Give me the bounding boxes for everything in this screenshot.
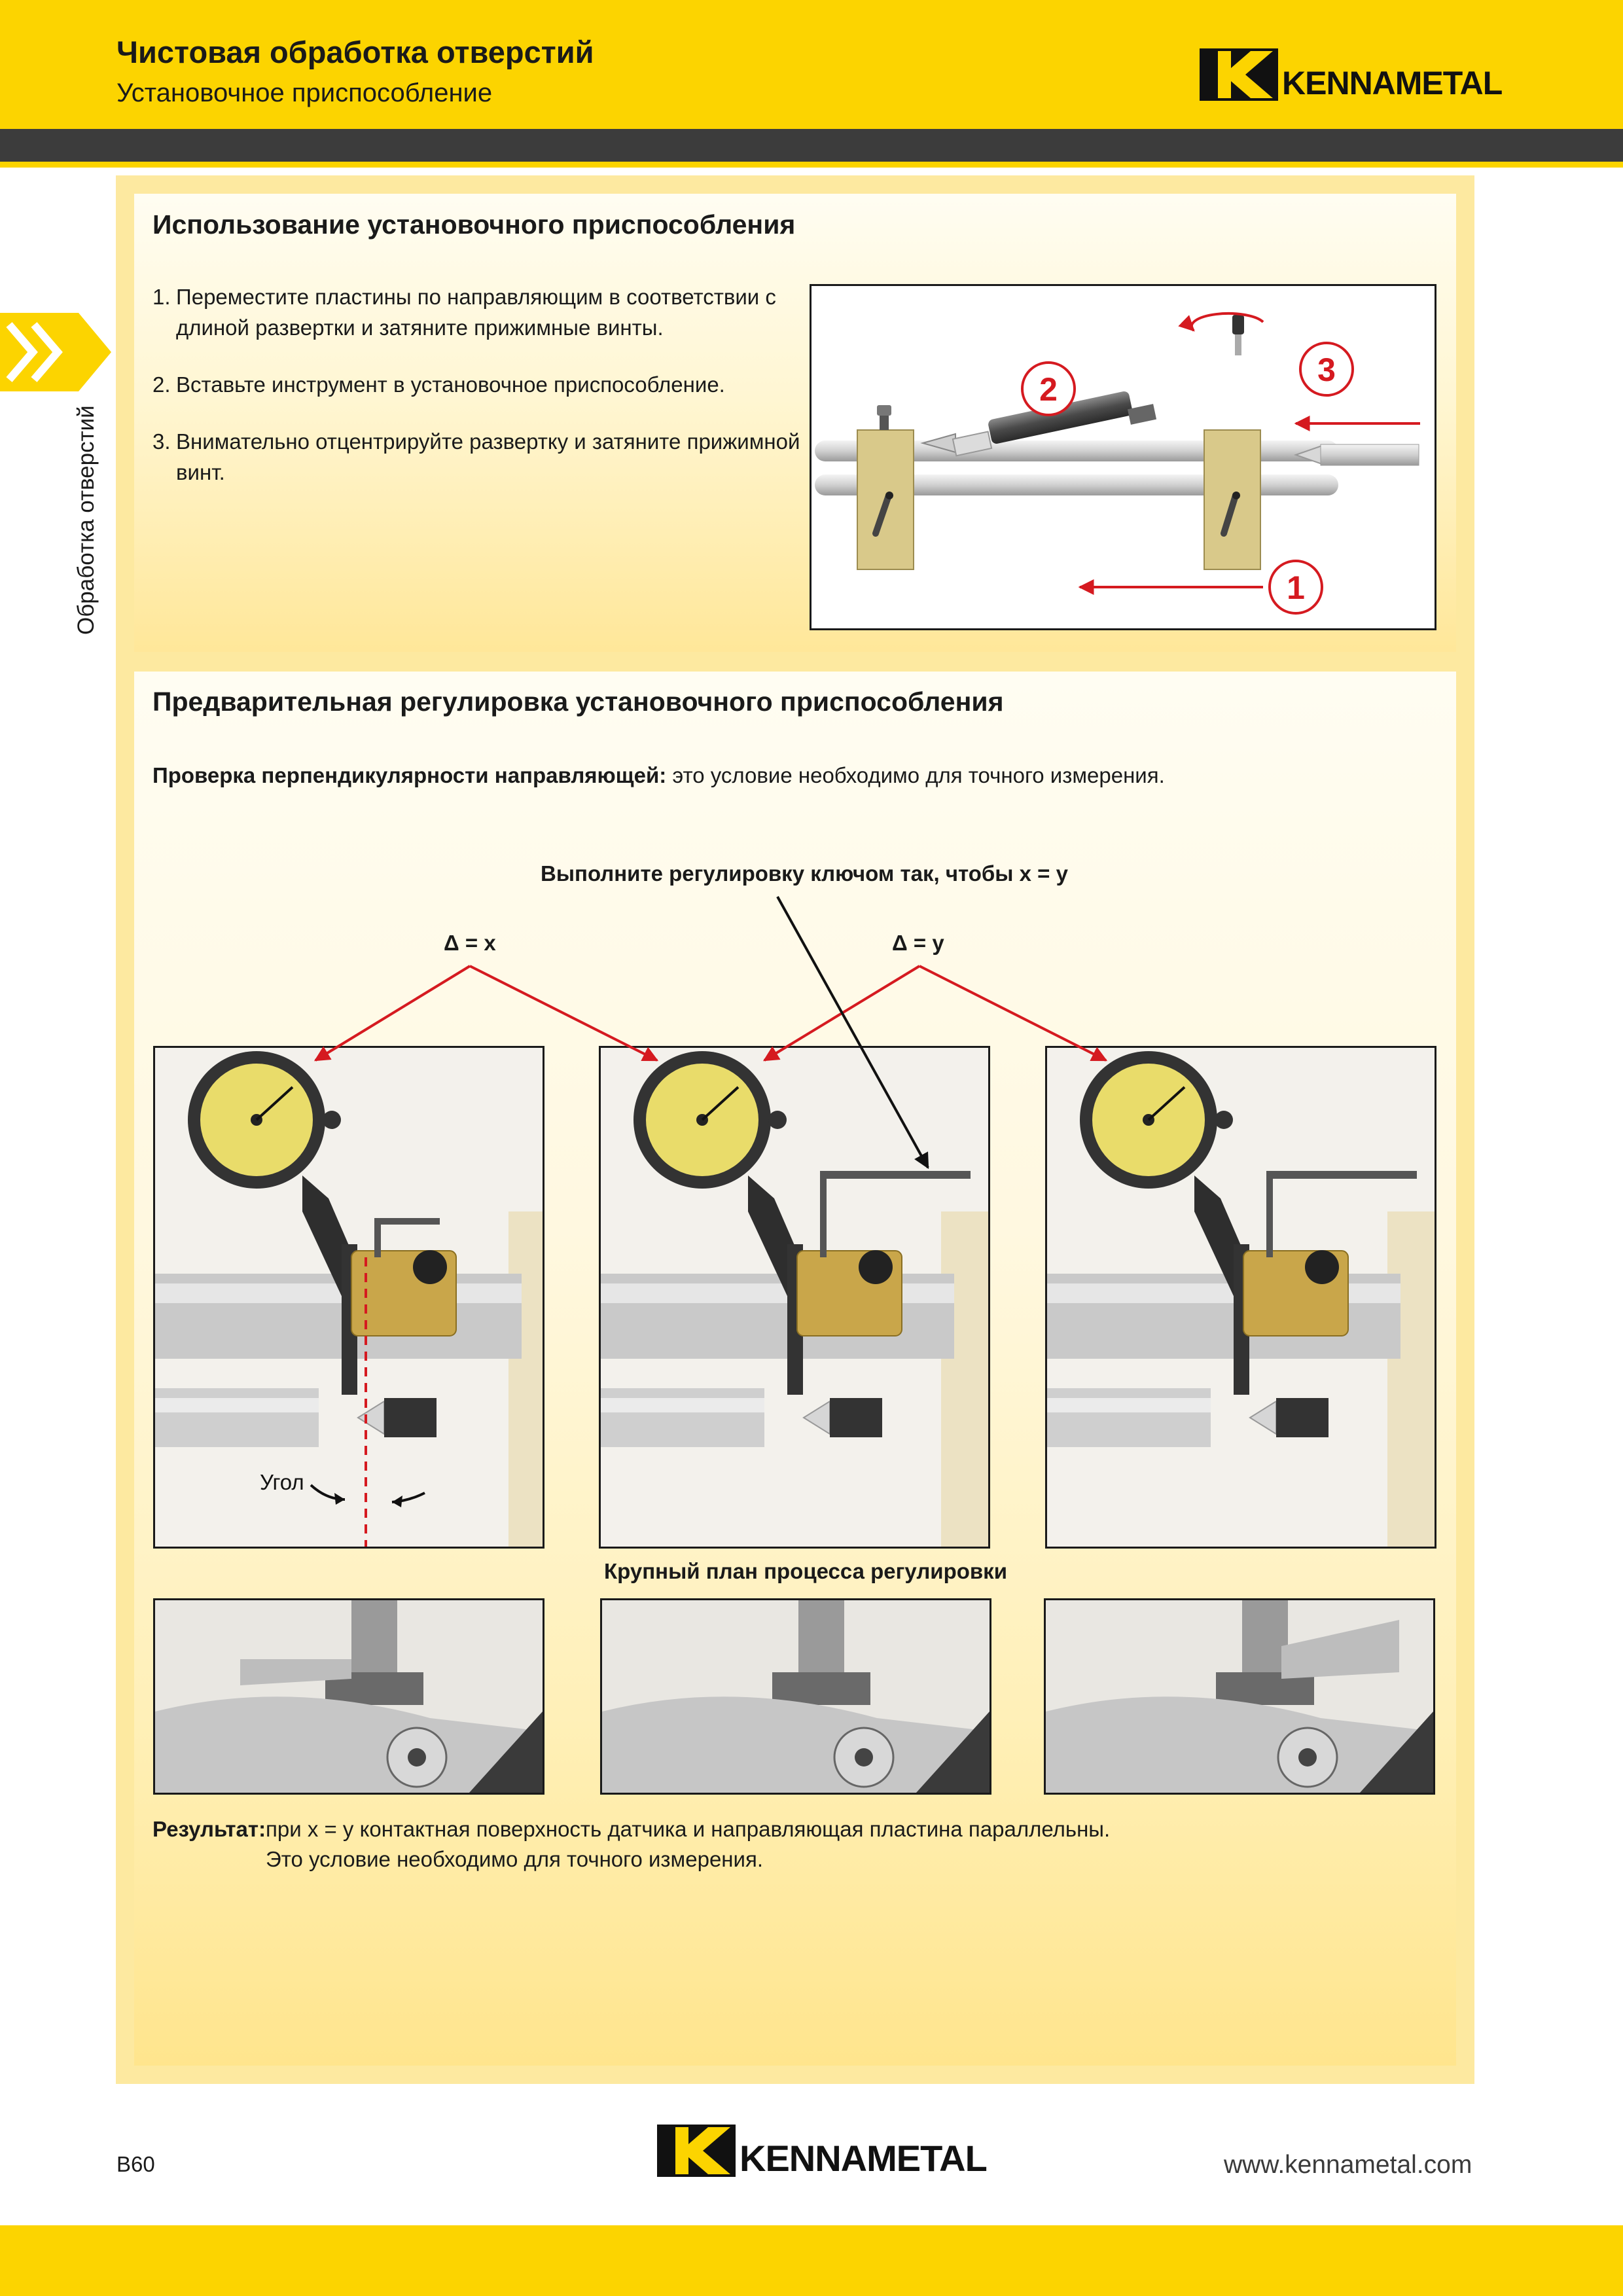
brand-wordmark: KENNAMETAL xyxy=(740,2138,988,2179)
page-number: B60 xyxy=(116,2152,155,2176)
step-text: Переместите пластины по направляющим в с… xyxy=(176,285,776,340)
callout-2: 2 xyxy=(1021,361,1076,416)
closeup-illustration xyxy=(155,1600,543,1793)
svg-text:1: 1 xyxy=(1287,569,1305,606)
footer-band xyxy=(0,2225,1623,2296)
dial-indicator-illustration xyxy=(1047,1048,1435,1547)
dial-indicator-illustration xyxy=(601,1048,988,1547)
brand-wordmark: KENNAMETAL xyxy=(1282,65,1503,101)
kennametal-logo-footer: KENNAMETAL xyxy=(657,2125,988,2179)
closeup-caption: Крупный план процесса регулировки xyxy=(604,1559,1007,1583)
closeup-illustration xyxy=(1046,1600,1433,1793)
delta-x-label: Δ = x xyxy=(444,931,496,955)
step-number: 1. xyxy=(152,285,171,309)
page-title: Чистовая обработка отверстий xyxy=(116,35,594,69)
angle-label: Угол xyxy=(260,1470,304,1494)
presetter-illustration: 1 2 3 xyxy=(815,312,1420,615)
hex-key-icon xyxy=(820,1171,971,1179)
step-item: 1. Переместите пластины по направляющим … xyxy=(152,281,807,343)
website-link[interactable]: www.kennametal.com xyxy=(1224,2151,1472,2179)
delta-y-label: Δ = y xyxy=(892,931,944,955)
result-text: при x = y контактная поверхность датчика… xyxy=(266,1817,1111,1841)
side-section-label: Обработка отверстий xyxy=(73,405,99,635)
svg-text:2: 2 xyxy=(1039,371,1058,408)
step-text: Внимательно отцентрируйте развертку и за… xyxy=(176,429,800,484)
dial-gauge-icon xyxy=(188,1051,341,1189)
result-text-continued: Это условие необходимо для точного измер… xyxy=(266,1847,763,1871)
kennametal-logo: KENNAMETAL xyxy=(1200,48,1503,101)
step-text: Вставьте инструмент в установочное присп… xyxy=(176,372,725,397)
perpendicularity-label: Проверка перпендикулярности направляющей… xyxy=(152,763,667,787)
perpendicularity-note: Проверка перпендикулярности направляющей… xyxy=(152,763,1165,788)
svg-text:3: 3 xyxy=(1317,351,1336,388)
kennametal-k-icon xyxy=(1200,48,1278,101)
closeup-illustration xyxy=(602,1600,990,1793)
adjustment-instruction: Выполните регулировку ключом так, чтобы … xyxy=(541,861,1068,886)
dial-gauge-icon xyxy=(1080,1051,1233,1189)
callout-1: 1 xyxy=(1268,560,1323,615)
dial-photo-left: Угол xyxy=(153,1046,544,1549)
presetter-diagram: 1 2 3 xyxy=(810,284,1436,630)
perpendicularity-text: это условие необходимо для точного измер… xyxy=(666,763,1165,787)
rotate-arrow-icon xyxy=(1178,312,1264,332)
header-dark-stripe xyxy=(0,129,1623,162)
usage-heading: Использование установочного приспособлен… xyxy=(152,209,796,240)
page-subtitle: Установочное приспособление xyxy=(116,79,493,107)
dial-gauge-icon xyxy=(633,1051,787,1189)
closeup-photo-left xyxy=(153,1598,544,1795)
step-item: 2. Вставьте инструмент в установочное пр… xyxy=(152,369,807,400)
kennametal-k-icon xyxy=(657,2125,736,2177)
step-item: 3. Внимательно отцентрируйте развертку и… xyxy=(152,426,807,488)
preset-heading: Предварительная регулировка установочног… xyxy=(152,687,1004,717)
double-chevron-right-icon xyxy=(0,313,111,391)
dial-indicator-illustration: Угол xyxy=(155,1048,543,1547)
usage-steps: 1. Переместите пластины по направляющим … xyxy=(152,281,807,514)
step-number: 3. xyxy=(152,429,171,454)
header-thin-stripe xyxy=(0,162,1623,168)
step-number: 2. xyxy=(152,372,171,397)
reamer-tool xyxy=(988,391,1133,444)
dial-photo-center xyxy=(599,1046,990,1549)
result-label: Результат: xyxy=(152,1817,266,1841)
closeup-photo-right xyxy=(1044,1598,1435,1795)
hex-key-icon xyxy=(1266,1171,1417,1179)
dial-photo-right xyxy=(1045,1046,1436,1549)
header-band xyxy=(0,0,1623,129)
closeup-photo-center xyxy=(600,1598,991,1795)
callout-3: 3 xyxy=(1299,342,1354,397)
